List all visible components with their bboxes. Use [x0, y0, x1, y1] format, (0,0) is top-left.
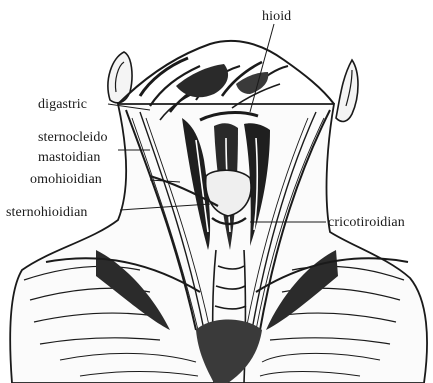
label-mastoidian: mastoidian — [38, 150, 100, 165]
label-cricotiroidian: cricotiroidian — [328, 215, 405, 230]
label-sternohioidian: sternohioidian — [6, 205, 88, 220]
label-sternocleido: sternocleido — [38, 130, 108, 145]
label-digastric: digastric — [38, 97, 87, 112]
label-omohioidian: omohioidian — [30, 172, 102, 187]
label-hioid: hioid — [262, 9, 291, 24]
